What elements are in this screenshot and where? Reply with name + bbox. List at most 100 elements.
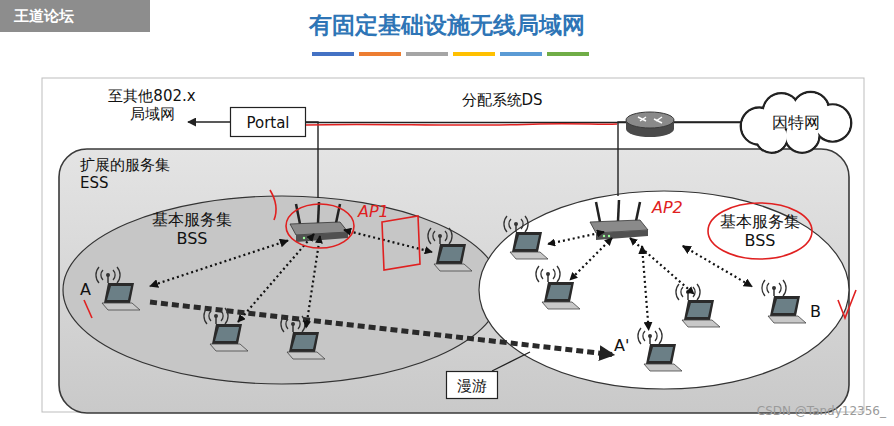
figure-frame xyxy=(42,78,864,412)
laptop-icon xyxy=(536,266,580,309)
dotted-links xyxy=(238,230,694,328)
node-label: 漫游 xyxy=(457,377,487,395)
red-annotation-part xyxy=(84,300,92,318)
laptop-icon-part xyxy=(102,303,140,310)
laptop-icon-part xyxy=(510,252,548,259)
laptop-icon-part xyxy=(204,308,228,324)
bss-ellipse: 基本服务集 BSSAP1A xyxy=(62,195,502,385)
slide-title: 有固定基础设施无线局域网 xyxy=(0,12,894,40)
laptop-icon-part xyxy=(428,228,452,244)
red-annotation xyxy=(84,124,856,318)
connector xyxy=(306,122,318,198)
node-label: A' xyxy=(614,336,636,355)
dotted-links-part xyxy=(306,236,320,328)
color-bar xyxy=(359,52,401,56)
access-point: AP2 xyxy=(590,196,690,246)
roaming-box-shape-part xyxy=(447,372,498,399)
laptop-icon-part xyxy=(770,296,800,316)
laptop-icon-part xyxy=(644,364,682,371)
laptop-icon xyxy=(428,228,472,271)
laptop-icon-part xyxy=(104,283,134,303)
bss-ellipse-shape-part xyxy=(479,191,849,389)
router-icon xyxy=(626,112,674,137)
access-point-icon-part xyxy=(603,235,605,237)
bss-ellipse: 基本服务集 BSSAP2A'B xyxy=(478,190,850,390)
node-label: 扩展的服务集 ESS xyxy=(80,156,176,192)
page-stage-part: 王道论坛 xyxy=(14,7,144,25)
laptop-icon-part xyxy=(515,235,539,249)
node-label: A xyxy=(80,280,94,299)
router-icon-part xyxy=(638,117,662,123)
connector xyxy=(683,246,752,287)
laptop-icon-part xyxy=(438,234,442,238)
connector xyxy=(150,302,612,355)
red-annotation-part xyxy=(838,290,856,318)
color-bar xyxy=(406,52,448,56)
watermark: 王道论坛 xyxy=(14,7,144,25)
watermark: CSDN @Tandy12356_ xyxy=(744,404,886,418)
dotted-links-part xyxy=(570,238,612,280)
portal-box-shape-part xyxy=(231,108,306,137)
laptop-icon-part xyxy=(676,284,700,300)
laptop-icon-part xyxy=(291,322,295,326)
laptop-icon-part xyxy=(649,347,673,361)
access-point: AP1 xyxy=(288,198,394,248)
laptop-icon xyxy=(504,216,548,259)
internet-cloud: 因特网 xyxy=(735,92,857,154)
laptop-icon-part xyxy=(107,286,131,300)
portal-box: Portal xyxy=(230,107,306,137)
laptop-icon-part xyxy=(292,335,316,349)
laptop-icon-part xyxy=(504,216,528,232)
leader-line xyxy=(492,352,530,371)
outlet-arrow xyxy=(188,121,230,122)
dotted-links-part xyxy=(238,234,314,322)
laptop-icon-part xyxy=(648,334,652,338)
laptop-icon xyxy=(281,316,325,359)
access-point-icon-part xyxy=(636,202,640,221)
laptop-icon-part xyxy=(514,222,518,226)
outlet-label: 至其他802.x 局域网 xyxy=(100,87,204,123)
color-bar xyxy=(547,52,589,56)
laptop-icon-part xyxy=(686,290,690,294)
ess-region-shape-part xyxy=(59,149,849,413)
laptop-icon-part xyxy=(106,273,110,277)
laptop-icon xyxy=(96,267,140,310)
laptop-icon-part xyxy=(772,286,776,290)
access-point-icon-part xyxy=(618,200,619,221)
laptop-icon-part xyxy=(536,266,560,282)
node-label: AP1 xyxy=(358,202,392,221)
dotted-links-part xyxy=(548,232,604,244)
edge-label: 分配系统DS xyxy=(462,91,543,109)
access-point-icon-part xyxy=(296,204,300,224)
laptop-icon xyxy=(676,284,720,327)
laptop-station: A xyxy=(78,268,150,328)
access-point-icon-part xyxy=(596,202,600,222)
internet-cloud-shape-part xyxy=(815,106,850,141)
color-bar xyxy=(453,52,495,56)
laptop-icon-part xyxy=(542,302,580,309)
access-point-icon-part xyxy=(296,232,348,242)
laptop-group xyxy=(204,216,720,359)
laptop-icon-part xyxy=(439,247,463,261)
access-point-icon-part xyxy=(608,235,610,237)
laptop-icon-part xyxy=(512,232,542,252)
bss-ellipse-shape-part xyxy=(63,196,501,384)
red-annotation-part xyxy=(270,190,276,220)
laptop-icon-part xyxy=(682,320,720,327)
laptop-station: B xyxy=(752,282,836,340)
page-stage-part: 有固定基础设施无线局域网 xyxy=(0,12,894,40)
node-label: AP2 xyxy=(652,198,688,217)
laptop-icon-part xyxy=(762,280,786,296)
red-annotation-part xyxy=(286,204,354,248)
laptop-station: A' xyxy=(612,330,690,388)
laptop-icon-part xyxy=(281,316,305,332)
laptop-icon-part xyxy=(687,303,711,317)
watermark-patch xyxy=(0,0,150,32)
node-label: Portal xyxy=(246,114,289,132)
red-annotation-part xyxy=(382,216,420,270)
connector xyxy=(306,122,741,123)
laptop-icon-part xyxy=(210,344,248,351)
page-stage-part: 至其他802.x 局域网 xyxy=(100,87,204,123)
connector xyxy=(150,241,288,287)
